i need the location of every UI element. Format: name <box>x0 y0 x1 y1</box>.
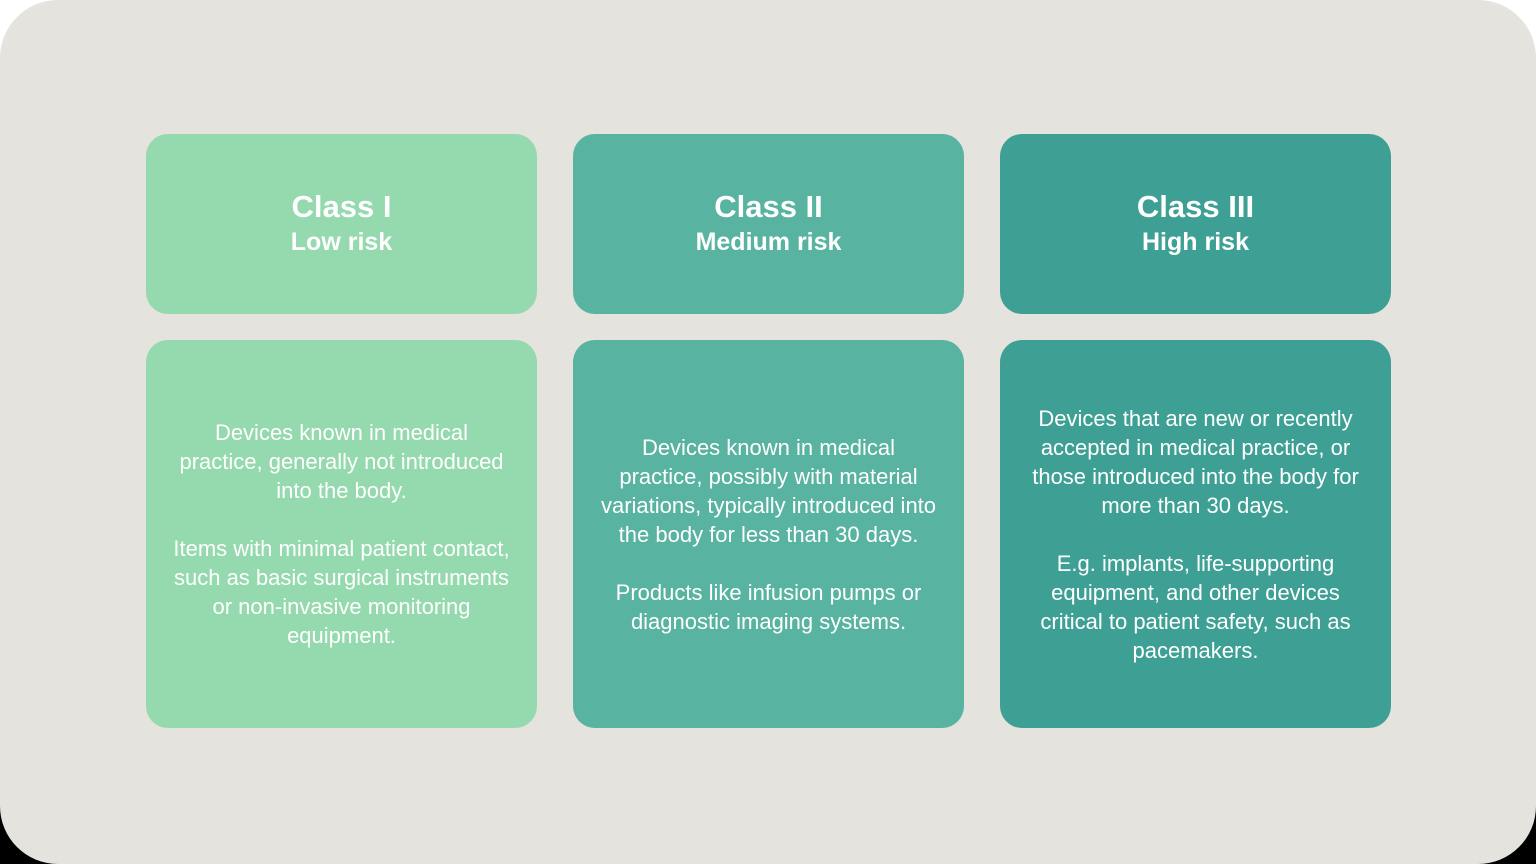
class-1-header-card: Class I Low risk <box>146 134 537 314</box>
class-1-paragraph-2: Items with minimal patient contact, such… <box>173 536 510 648</box>
class-2-paragraph-1: Devices known in medical practice, possi… <box>600 434 937 547</box>
class-2-description-card: Devices known in medical practice, possi… <box>573 340 964 728</box>
column-class-1: Class I Low risk Devices known in medica… <box>146 134 537 728</box>
class-3-paragraph-1: Devices that are new or recently accepte… <box>1032 405 1359 518</box>
class-1-subtitle: Low risk <box>290 228 393 257</box>
class-2-title: Class II <box>714 188 823 224</box>
column-class-3: Class III High risk Devices that are new… <box>1000 134 1391 728</box>
class-2-paragraph-2: Products like infusion pumps or diagnost… <box>615 579 922 634</box>
class-2-subtitle: Medium risk <box>695 228 842 257</box>
class-3-title: Class III <box>1136 188 1255 224</box>
class-3-header-card: Class III High risk <box>1000 134 1391 314</box>
class-3-description-card: Devices that are new or recently accepte… <box>1000 340 1391 728</box>
class-columns: Class I Low risk Devices known in medica… <box>146 134 1391 728</box>
class-3-subtitle: High risk <box>1142 228 1249 257</box>
class-1-title: Class I <box>291 188 392 224</box>
column-class-2: Class II Medium risk Devices known in me… <box>573 134 964 728</box>
class-3-paragraph-2: E.g. implants, life-supporting equipment… <box>1040 550 1351 663</box>
class-1-paragraph-1: Devices known in medical practice, gener… <box>179 420 504 503</box>
class-2-header-card: Class II Medium risk <box>573 134 964 314</box>
class-1-description-card: Devices known in medical practice, gener… <box>146 340 537 728</box>
